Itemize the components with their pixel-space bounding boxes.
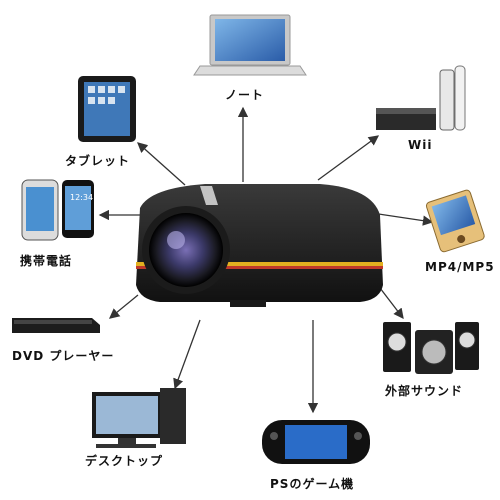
phone-icon: 12:34 — [21, 179, 94, 241]
label-speaker: 外部サウンド — [385, 384, 464, 398]
label-tablet: タブレット — [65, 154, 131, 168]
desktop-computer-icon — [92, 388, 186, 448]
label-wii: Wii — [408, 138, 433, 152]
connection-arrows — [98, 106, 434, 414]
arrow-desktop — [173, 319, 201, 390]
arrow-tablet — [137, 142, 186, 186]
svg-text:12:34: 12:34 — [70, 193, 93, 202]
laptop-icon — [193, 14, 307, 76]
arrow-dvd — [108, 294, 139, 319]
tablet-icon — [78, 76, 136, 142]
label-laptop: ノート — [225, 88, 265, 102]
label-dvd: DVD プレーヤー — [12, 349, 115, 363]
dvd-player-icon — [12, 318, 100, 333]
wii-icon — [376, 65, 466, 131]
label-mp4: MP4/MP5 — [425, 260, 495, 274]
label-ps: PSのゲーム機 — [270, 477, 355, 491]
projector-icon — [136, 184, 383, 307]
arrow-wii — [317, 135, 380, 181]
game-console-icon — [262, 420, 370, 464]
mp4-player-icon — [425, 189, 485, 253]
arrow-speaker — [379, 287, 404, 320]
speaker-icon — [383, 322, 479, 374]
label-desktop: デスクトップ — [85, 454, 164, 468]
label-phone: 携帯電話 — [20, 254, 73, 268]
arrow-mp4 — [371, 212, 434, 226]
